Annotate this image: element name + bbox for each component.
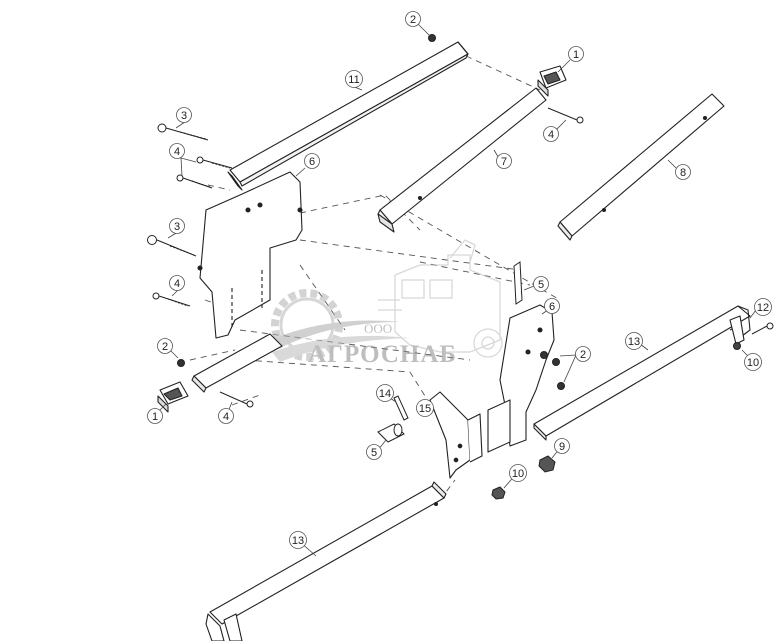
callout-label: 7 <box>501 156 507 168</box>
bolt-part-4-lower-icon <box>219 391 254 408</box>
pin-part-5-lower-icon <box>377 423 405 443</box>
bolt-part-4-c-icon <box>152 292 191 307</box>
callout: 6 <box>304 153 320 169</box>
tube-part-13-lower <box>205 481 447 641</box>
callout-label: 12 <box>757 302 769 314</box>
mounting-plate-part-6-left <box>197 171 303 339</box>
callout: 4 <box>543 126 559 142</box>
callout: 14 <box>376 384 394 402</box>
callout-label: 6 <box>309 156 315 168</box>
callout: 2 <box>405 11 421 27</box>
tube-part-13-upper <box>533 305 751 441</box>
callout: 3 <box>169 218 185 234</box>
combine-harvester-watermark-icon <box>378 239 503 358</box>
callout-label: 14 <box>379 388 391 400</box>
callout: 2 <box>157 338 173 354</box>
callout-label: 1 <box>152 411 158 423</box>
callout-label: 10 <box>512 468 524 480</box>
clamp-bracket-part-1-lower <box>157 381 189 413</box>
clamp-bracket-part-1-upper <box>537 65 567 97</box>
agrosnab-watermark: ООО АГРОСНАБ <box>270 239 503 368</box>
callout: 9 <box>554 438 570 454</box>
callout-label: 11 <box>348 74 359 86</box>
callout: 4 <box>169 275 185 291</box>
callout: 5 <box>533 276 549 292</box>
pin-part-14-icon <box>393 395 409 421</box>
callout-label: 6 <box>549 301 555 313</box>
callout: 1 <box>568 46 584 62</box>
callout: 1 <box>147 408 163 424</box>
callout: 4 <box>218 408 234 424</box>
callout: 10 <box>509 464 527 482</box>
callout: 8 <box>675 164 691 180</box>
callout: 5 <box>366 444 382 460</box>
callout-label: 3 <box>174 221 180 233</box>
nut-part-9-icon <box>538 455 556 473</box>
bolt-part-4-upper-right-icon <box>547 107 584 124</box>
callout-label: 4 <box>548 129 554 141</box>
callout-label: 10 <box>747 357 759 369</box>
tube-part-8 <box>557 93 725 241</box>
callout: 4 <box>169 143 185 159</box>
callout-label: 13 <box>628 336 640 348</box>
part-callouts: 2 1 11 3 4 6 7 4 8 3 4 5 6 12 13 2 10 2 … <box>147 11 772 549</box>
callout: 2 <box>575 346 591 362</box>
tube-lower-left <box>191 333 283 393</box>
bolt-part-3-upper-icon <box>157 123 209 141</box>
callout-label: 4 <box>223 411 229 423</box>
nut-part-2-top-icon <box>428 34 436 42</box>
callout: 3 <box>176 107 192 123</box>
mounting-plate-part-6-right <box>487 304 555 453</box>
nut-part-2-right-icons <box>540 351 565 390</box>
pin-part-5-upper-icon <box>513 261 523 305</box>
gear-swoosh-watermark-icon <box>270 289 410 362</box>
callout-label: 2 <box>410 14 416 26</box>
callout-label: 4 <box>174 278 180 290</box>
callout: 13 <box>625 332 643 350</box>
center-plate-part-15 <box>429 391 483 479</box>
callout: 7 <box>496 153 512 169</box>
callout-label: 5 <box>371 447 377 459</box>
callout: 11 <box>345 70 363 88</box>
watermark-prefix: ООО <box>364 321 392 336</box>
callout: 10 <box>744 353 762 371</box>
tube-part-11 <box>227 41 469 191</box>
callout-label: 8 <box>680 167 686 179</box>
callout-label: 15 <box>419 403 431 415</box>
bolt-part-4-b-icon <box>176 174 213 189</box>
tube-part-7 <box>377 87 547 233</box>
nut-part-10-center-icon <box>491 486 506 500</box>
callout-label: 4 <box>174 146 180 158</box>
bolt-part-12-icon <box>751 322 774 335</box>
nut-part-10-right-icon <box>733 342 741 350</box>
callout-label: 2 <box>580 349 586 361</box>
bolt-part-4-a-icon <box>196 156 233 169</box>
callout-label: 9 <box>559 441 565 453</box>
nut-part-2-left-icon <box>177 359 185 367</box>
bolt-part-3-lower-icon <box>147 235 197 257</box>
fasteners <box>147 34 774 500</box>
callout-label: 3 <box>181 110 187 122</box>
callout-label: 1 <box>573 49 579 61</box>
callout-label: 13 <box>292 535 304 547</box>
callout: 13 <box>289 531 307 549</box>
callout: 15 <box>416 399 434 417</box>
callout-label: 2 <box>162 341 168 353</box>
callout-label: 5 <box>538 279 544 291</box>
watermark-company-name: АГРОСНАБ <box>308 341 457 368</box>
callout: 6 <box>544 298 560 314</box>
callout: 12 <box>754 298 772 316</box>
